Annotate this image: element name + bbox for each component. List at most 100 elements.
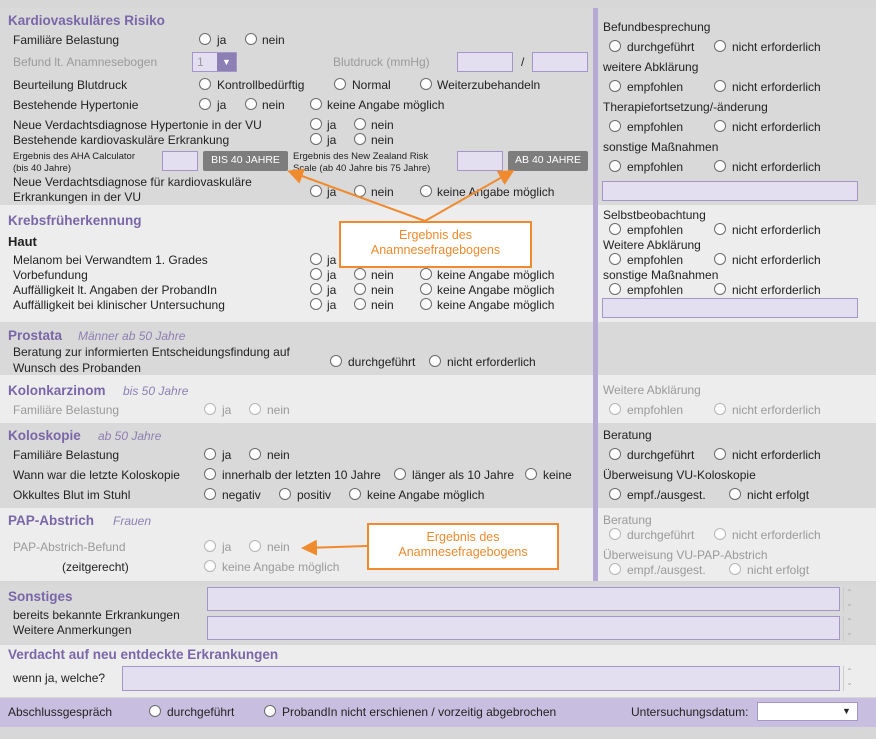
radio-au-ja[interactable] (310, 298, 322, 310)
weitere-anm-textarea[interactable] (207, 616, 840, 640)
section-title-krebs: Krebsfrüherkennung (8, 213, 142, 228)
radio-bb-durch[interactable] (609, 40, 621, 52)
radio-kb-durch[interactable] (609, 448, 621, 460)
radio-bb-nicht[interactable] (714, 40, 726, 52)
radio-pap-nein[interactable] (249, 540, 261, 552)
radio-nvdkv-keine[interactable] (420, 185, 432, 197)
radio-nvdh-nein[interactable] (354, 118, 366, 130)
label-ab-nicht: ProbandIn nicht erschienen / vorzeitig a… (282, 705, 557, 719)
aha-result-input[interactable] (162, 151, 198, 171)
radio-sb-nicht[interactable] (714, 223, 726, 235)
radio-au-keine[interactable] (420, 298, 432, 310)
radio-wa-empf[interactable] (609, 80, 621, 92)
sonstige-kardio-input[interactable] (602, 181, 858, 201)
label-ueberweisung-pap: Überweisung VU-PAP-Abstrich (603, 548, 768, 562)
radio-kof-ja[interactable] (204, 448, 216, 460)
radio-vb-nein[interactable] (354, 268, 366, 280)
radio-pu-empf[interactable] (609, 563, 621, 575)
radio-kf-nein[interactable] (249, 403, 261, 415)
blutdruck-sys-input[interactable] (457, 52, 513, 72)
radio-weiter[interactable] (420, 78, 432, 90)
nz-result-input[interactable] (457, 151, 503, 171)
label-weitere-anm: Weitere Anmerkungen (13, 623, 132, 637)
label-keine: keine Angabe möglich (327, 98, 445, 112)
radio-pu-nicht[interactable] (729, 563, 741, 575)
label-nicht-erf: nicht erforderlich (732, 283, 821, 297)
radio-normal[interactable] (334, 78, 346, 90)
radio-vb-keine[interactable] (420, 268, 432, 280)
radio-th-empf[interactable] (609, 120, 621, 132)
label-nicht-erf: nicht erforderlich (732, 403, 821, 417)
radio-kw-empf[interactable] (609, 403, 621, 415)
radio-vb-ja[interactable] (310, 268, 322, 280)
radio-bkv-nein[interactable] (354, 133, 366, 145)
radio-bkv-ja[interactable] (310, 133, 322, 145)
label-nicht-erf: nicht erforderlich (732, 448, 821, 462)
radio-wann-keine[interactable] (525, 468, 537, 480)
radio-wann-laenger[interactable] (394, 468, 406, 480)
bekannt-textarea[interactable] (207, 587, 840, 611)
subtitle-kolo: ab 50 Jahre (98, 429, 162, 443)
radio-fam-ja[interactable] (199, 33, 211, 45)
label-weitere: weitere Abklärung (603, 60, 699, 74)
radio-wann-innerhalb[interactable] (204, 468, 216, 480)
section-title-verdacht: Verdacht auf neu entdeckte Erkrankungen (8, 647, 279, 662)
radio-pb-durch[interactable] (609, 528, 621, 540)
verdacht-textarea[interactable] (122, 666, 840, 691)
radio-pro-durch[interactable] (330, 355, 342, 367)
radio-ok-pos[interactable] (279, 488, 291, 500)
label-aha-2: (bis 40 Jahre) (13, 163, 72, 174)
radio-nvdh-ja[interactable] (310, 118, 322, 130)
radio-pro-nicht[interactable] (429, 355, 441, 367)
datum-select[interactable]: ▼ (757, 702, 858, 721)
radio-hyp-keine[interactable] (310, 98, 322, 110)
radio-ok-neg[interactable] (204, 488, 216, 500)
befund-select[interactable]: 1 ▼ (192, 52, 237, 72)
radio-au-nein[interactable] (354, 298, 366, 310)
radio-hyp-nein[interactable] (245, 98, 257, 110)
radio-ku-nicht[interactable] (729, 488, 741, 500)
radio-kw-nicht[interactable] (714, 403, 726, 415)
radio-pb-nicht[interactable] (714, 528, 726, 540)
radio-ku-empf[interactable] (609, 488, 621, 500)
label-neue-vd-hyp: Neue Verdachtsdiagnose Hypertonie in der… (13, 118, 262, 132)
radio-sm-empf[interactable] (609, 160, 621, 172)
weitere-scrollbar[interactable]: ⌃⌄ (843, 616, 855, 641)
label-auff-angaben: Auffälligkeit lt. Angaben der ProbandIn (13, 283, 217, 297)
radio-kontroll[interactable] (199, 78, 211, 90)
label-empfohlen: empfohlen (627, 120, 684, 134)
radio-kb-nicht[interactable] (714, 448, 726, 460)
radio-nvdkv-ja[interactable] (310, 185, 322, 197)
radio-aa-nein[interactable] (354, 283, 366, 295)
label-kolon-familiaere: Familiäre Belastung (13, 403, 120, 417)
label-neue-vd-kv-2: Erkrankungen in der VU (13, 190, 142, 204)
radio-aa-keine[interactable] (420, 283, 432, 295)
radio-ab-nicht[interactable] (264, 705, 276, 717)
radio-sm2-empf[interactable] (609, 283, 621, 295)
radio-sb-empf[interactable] (609, 223, 621, 235)
radio-hyp-ja[interactable] (199, 98, 211, 110)
radio-pap-keine[interactable] (204, 560, 216, 572)
radio-pap-ja[interactable] (204, 540, 216, 552)
aha-calculator-button[interactable]: BIS 40 JAHRE (203, 151, 288, 171)
radio-kf-ja[interactable] (204, 403, 216, 415)
radio-th-nicht[interactable] (714, 120, 726, 132)
radio-kof-nein[interactable] (249, 448, 261, 460)
radio-sm2-nicht[interactable] (714, 283, 726, 295)
sonstige-haut-input[interactable] (602, 298, 858, 318)
verdacht-scrollbar[interactable]: ⌃⌄ (843, 666, 855, 691)
radio-aa-ja[interactable] (310, 283, 322, 295)
radio-fam-nein[interactable] (245, 33, 257, 45)
radio-wa2-empf[interactable] (609, 253, 621, 265)
nz-risk-button[interactable]: AB 40 JAHRE (508, 151, 588, 171)
label-okkultes: Okkultes Blut im Stuhl (13, 488, 131, 502)
radio-wa-nicht[interactable] (714, 80, 726, 92)
radio-wa2-nicht[interactable] (714, 253, 726, 265)
radio-mel-ja[interactable] (310, 253, 322, 265)
radio-sm-nicht[interactable] (714, 160, 726, 172)
bekannt-scrollbar[interactable]: ⌃⌄ (843, 587, 855, 612)
radio-ok-keine[interactable] (349, 488, 361, 500)
radio-ab-durch[interactable] (149, 705, 161, 717)
blutdruck-dia-input[interactable] (532, 52, 588, 72)
label-nicht-erf: nicht erforderlich (732, 40, 821, 54)
